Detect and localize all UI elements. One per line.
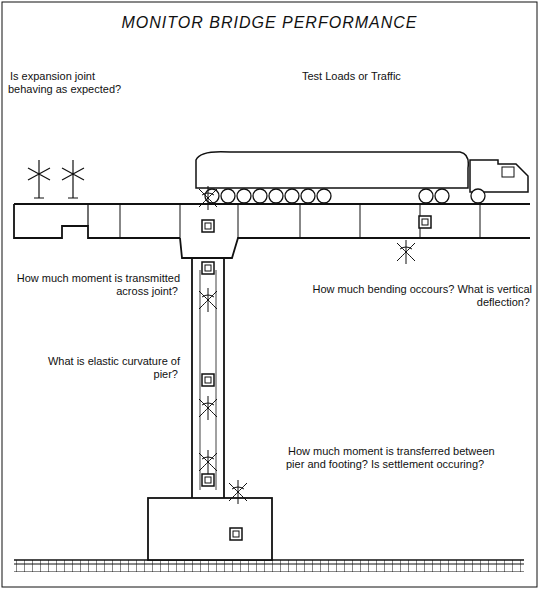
label-holder: How much moment is transferred between p…: [286, 445, 506, 471]
label-holder: Test Loads or Traffic: [300, 70, 500, 83]
label-holder: How much moment is transmitted across jo…: [12, 272, 180, 298]
joint-question: Is expansion joint behaving as expected?: [8, 70, 123, 95]
diagram-title: MONITOR BRIDGE PERFORMANCE: [20, 14, 519, 32]
bending-question: How much bending occours? What is vertic…: [311, 283, 532, 308]
label-holder: How much bending occours? What is vertic…: [292, 283, 532, 309]
curvature-question: What is elastic curvature of pier?: [46, 355, 180, 380]
label-holder: Is expansion joint behaving as expected?: [8, 70, 138, 96]
footing-question: How much moment is transferred between p…: [286, 445, 495, 470]
joint-moment-question: How much moment is transmitted across jo…: [15, 272, 180, 297]
load-label: Test Loads or Traffic: [300, 70, 403, 82]
label-holder: What is elastic curvature of pier?: [30, 355, 180, 381]
